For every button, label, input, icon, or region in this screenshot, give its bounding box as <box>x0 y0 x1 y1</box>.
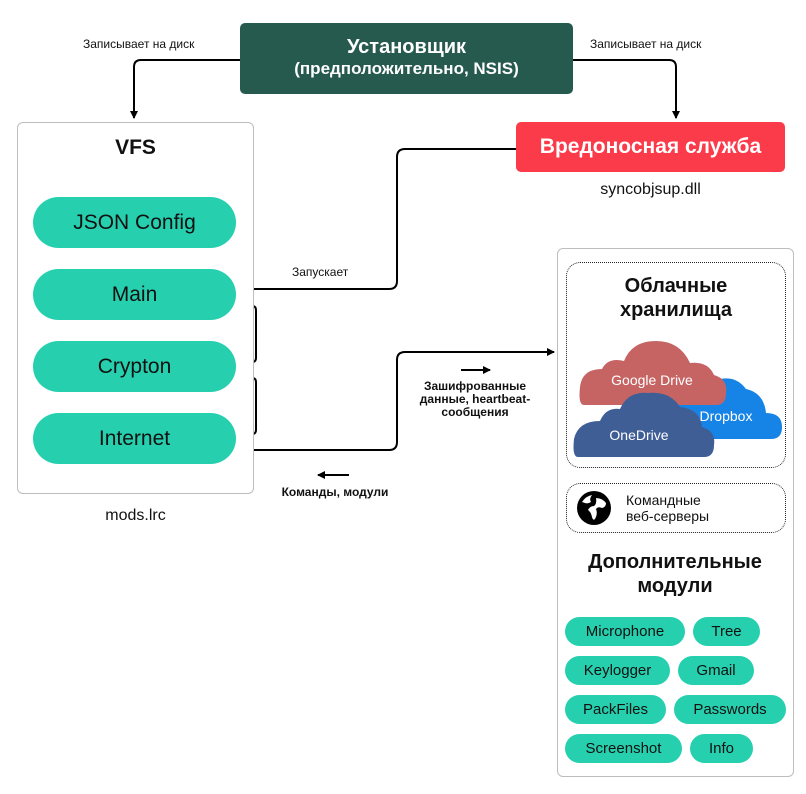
label-incoming: Команды, модули <box>281 485 389 499</box>
label-outgoing-line: данные, heartbeat- <box>419 392 531 406</box>
installer-title: Установщик <box>347 36 466 58</box>
label-installer-to-service: Записывает на диск <box>590 37 702 51</box>
vfs-file: mods.lrc <box>105 507 166 524</box>
edge-internet-cloud <box>250 348 555 451</box>
c2-label-line: Командные <box>626 492 701 508</box>
module-tree: Tree <box>693 617 760 646</box>
edge-service-to-main <box>239 148 516 293</box>
additional-modules-title: Дополнительные модули <box>560 550 790 598</box>
cloud-storage-box <box>566 262 786 468</box>
installer-subtitle: (предположительно, NSIS) <box>294 59 519 78</box>
module-passwords: Passwords <box>674 695 786 724</box>
malicious-service-node: Вредоносная служба <box>516 122 785 172</box>
c2-servers-box <box>566 483 786 533</box>
label-outgoing-line: Зашифрованные <box>423 379 527 393</box>
vfs-title: VFS <box>115 136 156 159</box>
vfs-module-crypton: Crypton <box>33 341 236 392</box>
external-panel <box>557 248 794 777</box>
additional-modules-title-line: Дополнительные <box>588 551 762 573</box>
installer-node: Установщик (предположительно, NSIS) <box>240 23 573 94</box>
module-screenshot: Screenshot <box>565 734 682 763</box>
label-outgoing: Зашифрованные данные, heartbeat- сообщен… <box>410 380 540 419</box>
label-service-to-main: Запускает <box>292 265 349 279</box>
dropbox-label: Dropbox <box>700 408 753 424</box>
cloud-storage-title-line: хранилища <box>619 299 733 321</box>
additional-modules-title-line: модули <box>637 575 713 597</box>
vfs-module-internet: Internet <box>33 413 236 464</box>
module-info: Info <box>690 734 753 763</box>
module-microphone: Microphone <box>565 617 685 646</box>
label-installer-to-vfs: Записывает на диск <box>83 37 195 51</box>
label-outgoing-line: сообщения <box>441 405 509 419</box>
onedrive-label: OneDrive <box>609 427 668 443</box>
c2-servers-label: Командные веб-серверы <box>626 492 709 524</box>
c2-label-line: веб-серверы <box>626 508 710 524</box>
vfs-module-json-config: JSON Config <box>33 197 236 248</box>
google-drive-label: Google Drive <box>611 372 693 388</box>
edge-installer-to-service <box>573 59 680 119</box>
onedrive-cloud-icon <box>573 392 715 457</box>
cloud-storage-title-line: Облачные <box>624 275 728 297</box>
cloud-graphics: Google Drive Dropbox OneDrive <box>573 341 782 457</box>
google-drive-cloud-icon <box>579 341 727 405</box>
module-packfiles: PackFiles <box>565 695 666 724</box>
module-keylogger: Keylogger <box>565 656 670 685</box>
vfs-module-main: Main <box>33 269 236 320</box>
malicious-service-file: syncobjsup.dll <box>600 181 701 198</box>
edge-installer-to-vfs <box>130 59 240 119</box>
globe-icon <box>577 491 611 525</box>
cloud-storage-title: Облачные хранилища <box>566 274 786 322</box>
module-gmail: Gmail <box>678 656 754 685</box>
